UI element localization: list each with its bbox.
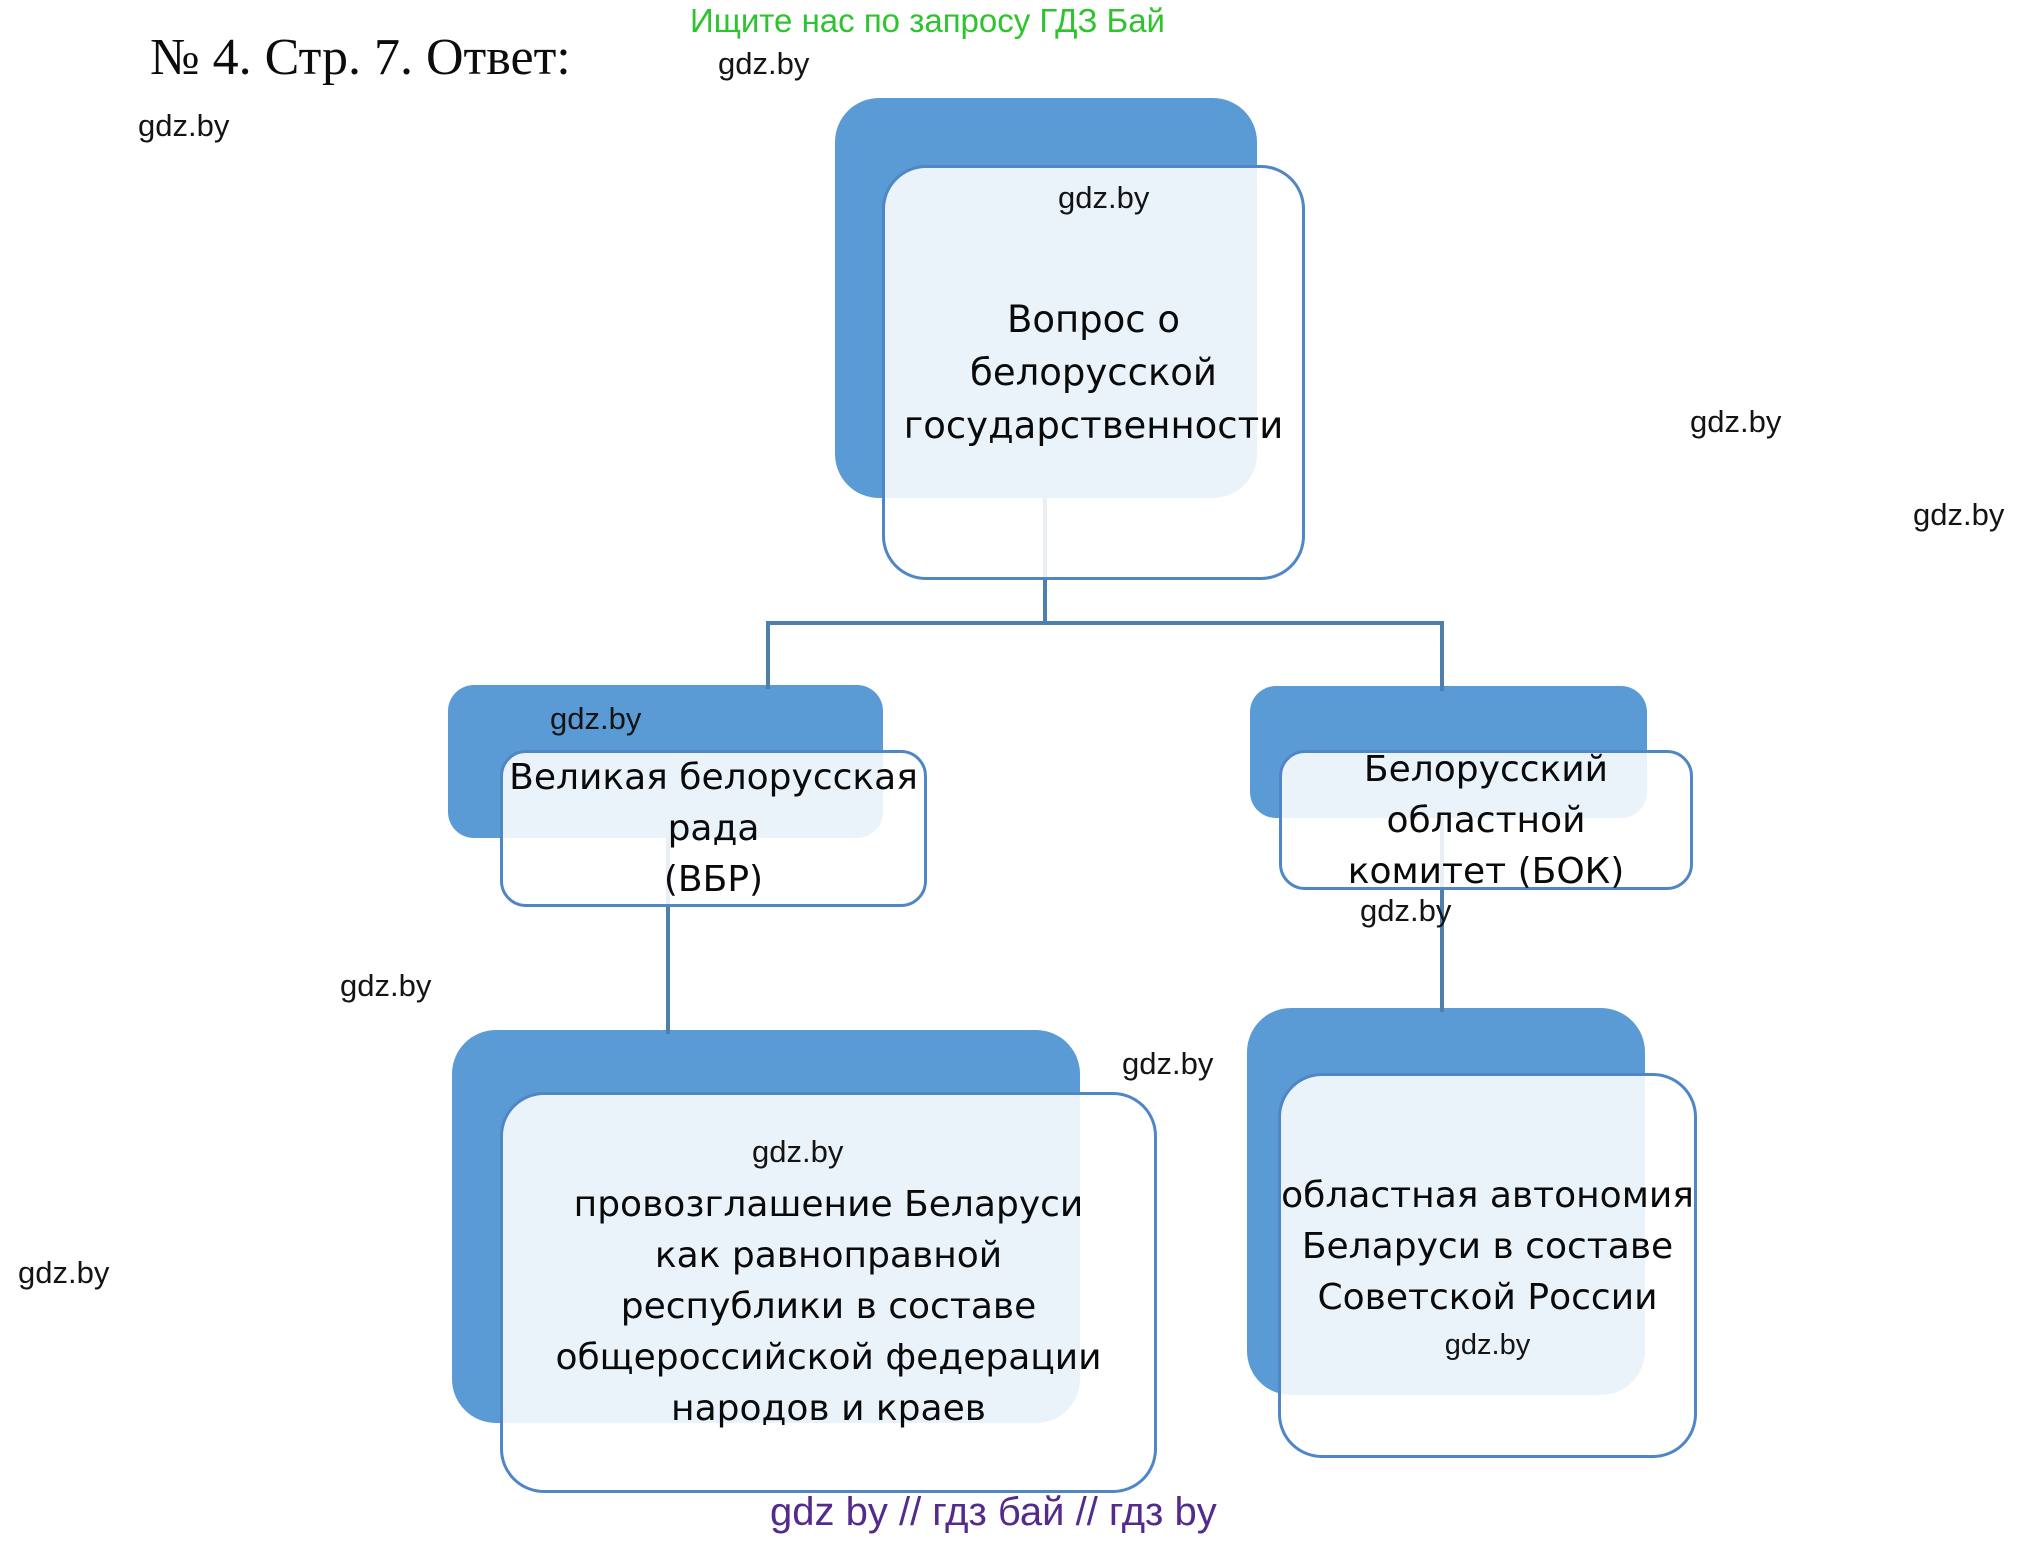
- vbr-outcome-text: республики в составе: [620, 1286, 1037, 1327]
- bok-outcome-text: областная автономия: [1281, 1174, 1694, 1216]
- root-node-text: государственности: [903, 404, 1284, 447]
- bok-node-text: комитет (БОК): [1347, 850, 1625, 892]
- bok-outcome-text: Советской России: [1317, 1276, 1658, 1318]
- connector-left-drop: [766, 621, 770, 689]
- vbr-node-text: (ВБР): [663, 859, 764, 900]
- connector-bok-to-outcome: [1440, 816, 1444, 1012]
- vbr-node-card: Великая белорусская рада (ВБР): [500, 750, 927, 907]
- watermark-text: gdz.by: [1444, 1328, 1531, 1361]
- watermark-text: gdz.by: [18, 1255, 110, 1290]
- watermark-text: gdz.by: [1360, 893, 1452, 928]
- watermark-text: gdz.by: [752, 1134, 844, 1169]
- watermark-text: gdz.by: [1058, 180, 1150, 215]
- vbr-outcome-text: общероссийской федерации: [555, 1337, 1102, 1378]
- bok-outcome-card: областная автономия Беларуси в составе С…: [1278, 1073, 1697, 1458]
- watermark-text: gdz.by: [1122, 1046, 1214, 1081]
- watermark-text: gdz.by: [138, 108, 230, 143]
- vbr-node-text: Великая белорусская рада: [509, 757, 918, 849]
- exercise-label: № 4. Стр. 7. Ответ:: [150, 29, 571, 86]
- root-node-card: Вопрос о белорусской государственности: [882, 165, 1305, 580]
- vbr-outcome-text: народов и краев: [671, 1388, 986, 1429]
- connector-vbr-to-outcome: [666, 836, 670, 1034]
- bok-outcome-text: Беларуси в составе: [1301, 1225, 1674, 1267]
- vbr-outcome-text: провозглашение Беларуси: [573, 1184, 1084, 1225]
- watermark-text: gdz.by: [550, 701, 642, 736]
- watermark-text: gdz.by: [1690, 404, 1782, 439]
- footer-search-terms: gdz by // гдз бай // гдз by: [770, 1490, 1217, 1534]
- watermark-text: gdz.by: [1913, 497, 2005, 532]
- watermark-text: gdz.by: [718, 46, 810, 81]
- vbr-outcome-text: как равноправной: [654, 1235, 1003, 1276]
- vbr-outcome-card: провозглашение Беларуси как равноправной…: [500, 1092, 1157, 1493]
- promo-banner-text: Ищите нас по запросу ГДЗ Бай: [690, 2, 1165, 39]
- connector-branch-horizontal: [766, 621, 1444, 625]
- bok-node-text: Белорусский областной: [1363, 748, 1609, 841]
- connector-right-drop: [1440, 621, 1444, 691]
- bok-node-card: Белорусский областной комитет (БОК): [1279, 749, 1693, 892]
- root-node-text: Вопрос о белорусской: [970, 298, 1217, 394]
- watermark-text: gdz.by: [340, 968, 432, 1003]
